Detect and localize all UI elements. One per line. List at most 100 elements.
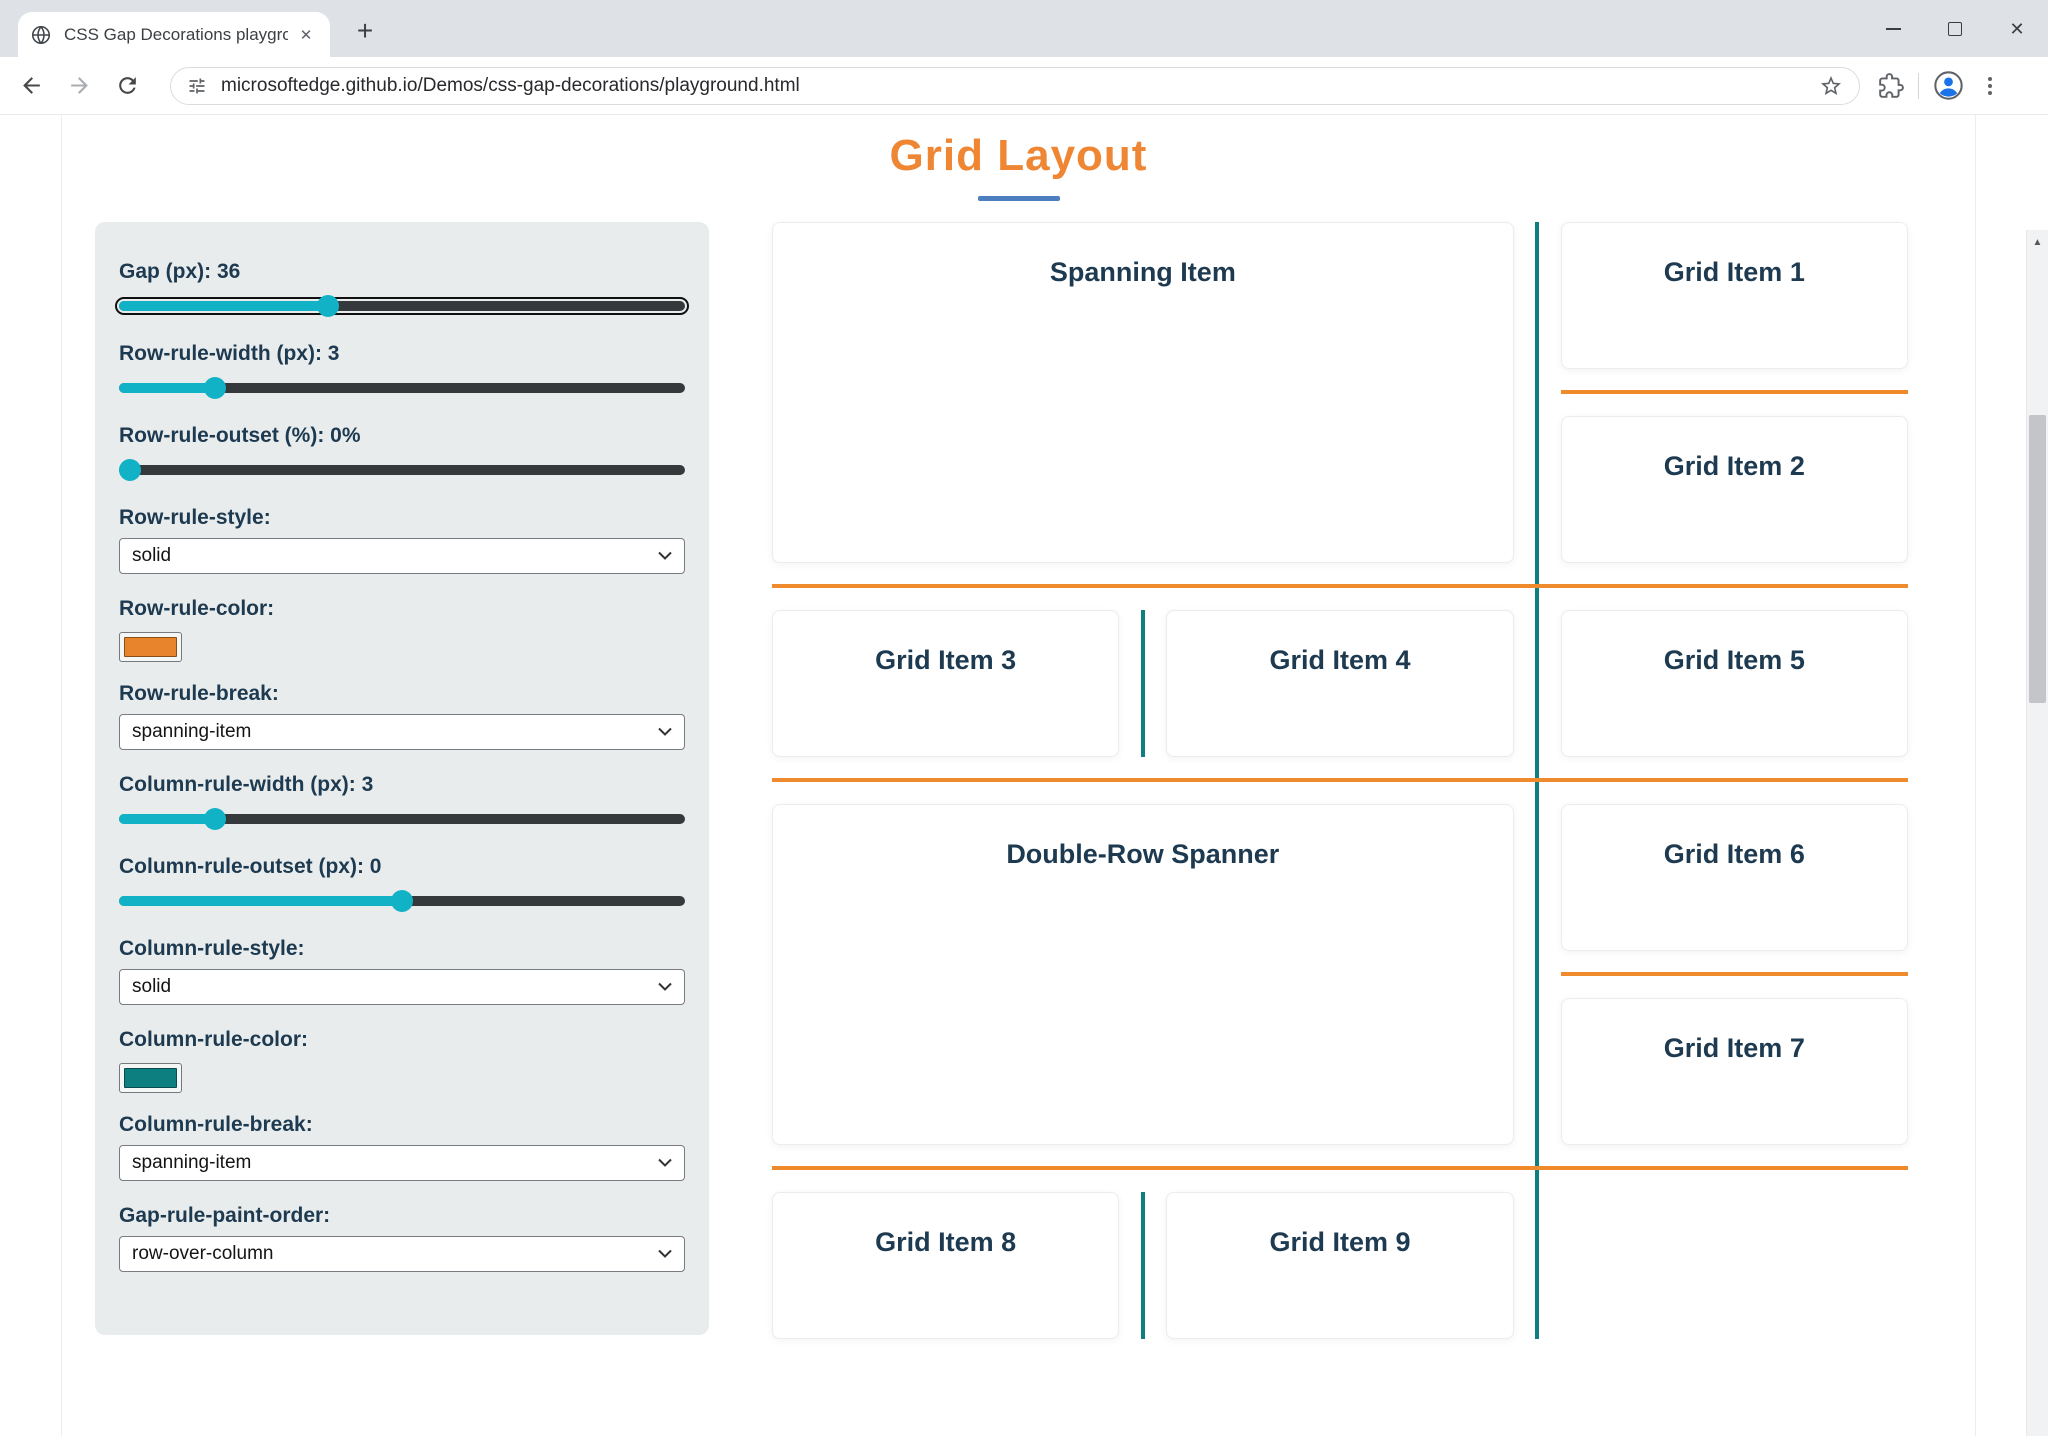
controls-panel: Gap (px): 36 Row-rule-width (px): 3 Row-… — [95, 222, 709, 1335]
gap-rule-paint-order-group: Gap-rule-paint-order: row-over-column — [119, 1203, 685, 1272]
grid-item-spanning: Spanning Item — [772, 222, 1514, 563]
back-arrow-icon — [22, 77, 40, 94]
row-rule-outset-label: Row-rule-outset (%): 0% — [119, 424, 361, 447]
extensions-puzzle-icon[interactable] — [1878, 72, 1904, 99]
slider-fill — [119, 814, 216, 824]
slider-thumb[interactable] — [391, 890, 413, 912]
browser-menu-icon[interactable] — [1978, 74, 2002, 98]
toolbar-separator — [1918, 72, 1919, 99]
chevron-down-icon — [658, 982, 672, 992]
reload-icon — [118, 77, 136, 94]
page-title: Grid Layout — [889, 131, 1148, 180]
tab-title: CSS Gap Decorations playground — [64, 24, 288, 44]
forward-button[interactable] — [58, 65, 100, 107]
slider-fill — [119, 301, 329, 311]
grid-item-7: Grid Item 7 — [1560, 998, 1908, 1145]
chevron-down-icon — [658, 1158, 672, 1168]
gap-rule-paint-order-select[interactable]: row-over-column — [119, 1236, 685, 1272]
chevron-down-icon — [658, 727, 672, 737]
grid-preview: Spanning Item Grid Item 1 Grid Item 2 Gr… — [772, 222, 1908, 1339]
browser-tab[interactable]: CSS Gap Decorations playground ✕ — [18, 12, 330, 57]
column-rule-break-group: Column-rule-break: spanning-item — [119, 1112, 685, 1181]
row-rule-width-slider[interactable] — [119, 377, 685, 399]
slider-thumb[interactable] — [317, 295, 340, 317]
row-rule-between-1-2 — [1561, 390, 1908, 394]
column-rule-width-group: Column-rule-width (px): 3 — [119, 772, 685, 830]
row-rule-full-3 — [772, 1166, 1908, 1170]
browser-tab-strip: CSS Gap Decorations playground ✕ + ✕ — [0, 0, 2048, 57]
close-icon: ✕ — [2009, 18, 2025, 39]
grid-item-4: Grid Item 4 — [1166, 610, 1514, 757]
window-close-button[interactable]: ✕ — [1986, 0, 2048, 57]
grid-item-6: Grid Item 6 — [1560, 804, 1908, 951]
row-rule-style-group: Row-rule-style: solid — [119, 505, 685, 574]
chevron-down-icon — [658, 1249, 672, 1259]
slider-fill — [119, 383, 216, 393]
reload-button[interactable] — [106, 65, 148, 107]
select-value: solid — [132, 976, 172, 997]
grid-item-9: Grid Item 9 — [1166, 1192, 1514, 1339]
scrollbar[interactable]: ▲ ▼ — [2026, 230, 2048, 1436]
row-rule-outset-slider[interactable] — [119, 459, 685, 481]
color-swatch — [124, 637, 177, 657]
row-rule-width-group: Row-rule-width (px): 3 — [119, 341, 685, 399]
page-content: Grid Layout Gap (px): 36 Row-rule-width … — [0, 115, 2048, 1436]
color-swatch — [124, 1068, 177, 1088]
select-value: spanning-item — [132, 1152, 252, 1173]
column-rule-between-3-4 — [1141, 610, 1145, 757]
select-value: spanning-item — [132, 721, 252, 742]
row-rule-break-select[interactable]: spanning-item — [119, 714, 685, 750]
column-rule-color-label: Column-rule-color: — [119, 1028, 308, 1051]
column-rule-break-select[interactable]: spanning-item — [119, 1145, 685, 1181]
gap-slider-label: Gap (px): 36 — [119, 260, 241, 283]
row-rule-between-6-7 — [1561, 972, 1908, 976]
profile-avatar[interactable] — [1933, 70, 1964, 101]
chevron-down-icon — [658, 551, 672, 561]
grid-item-3: Grid Item 3 — [772, 610, 1120, 757]
slider-thumb[interactable] — [119, 459, 142, 481]
row-rule-style-select[interactable]: solid — [119, 538, 685, 574]
window-maximize-button[interactable] — [1924, 0, 1986, 57]
tab-close-icon[interactable]: ✕ — [299, 26, 313, 44]
maximize-icon — [1948, 21, 1962, 36]
row-rule-color-label: Row-rule-color: — [119, 597, 275, 620]
address-bar[interactable]: microsoftedge.github.io/Demos/css-gap-de… — [170, 66, 1860, 105]
gap-rule-paint-order-label: Gap-rule-paint-order: — [119, 1204, 331, 1227]
row-rule-style-label: Row-rule-style: — [119, 506, 271, 529]
window-minimize-button[interactable] — [1862, 0, 1924, 57]
gap-control-group: Gap (px): 36 — [115, 259, 689, 317]
column-rule-color-group: Column-rule-color: — [119, 1027, 685, 1093]
url-text[interactable]: microsoftedge.github.io/Demos/css-gap-de… — [221, 74, 800, 96]
slider-fill — [119, 896, 402, 906]
column-rule-style-select[interactable]: solid — [119, 969, 685, 1005]
gap-slider[interactable] — [115, 295, 689, 317]
row-rule-break-group: Row-rule-break: spanning-item — [119, 681, 685, 750]
row-rule-color-input[interactable] — [119, 632, 182, 662]
slider-thumb[interactable] — [204, 808, 227, 830]
column-rule-outset-label: Column-rule-outset (px): 0 — [119, 855, 382, 878]
grid-item-8: Grid Item 8 — [772, 1192, 1120, 1339]
row-rule-color-group: Row-rule-color: — [119, 596, 685, 662]
forward-arrow-icon — [70, 77, 88, 94]
row-rule-break-label: Row-rule-break: — [119, 682, 279, 705]
grid-item-5: Grid Item 5 — [1560, 610, 1908, 757]
column-rule-color-input[interactable] — [119, 1063, 182, 1093]
grid-item-2: Grid Item 2 — [1560, 416, 1908, 563]
back-button[interactable] — [10, 65, 52, 107]
row-rule-width-label: Row-rule-width (px): 3 — [119, 342, 340, 365]
title-underline — [977, 196, 1060, 201]
column-rule-outset-slider[interactable] — [119, 890, 685, 912]
page-container: Grid Layout Gap (px): 36 Row-rule-width … — [61, 115, 1976, 1436]
site-info-icon[interactable] — [187, 76, 207, 96]
scrollbar-thumb[interactable] — [2029, 415, 2046, 703]
new-tab-button[interactable]: + — [356, 15, 374, 46]
bookmark-star-icon[interactable] — [1819, 74, 1843, 98]
row-rule-full-1 — [772, 584, 1908, 588]
slider-thumb[interactable] — [204, 377, 227, 399]
scrollbar-up-arrow[interactable]: ▲ — [2032, 236, 2043, 248]
row-rule-full-2 — [772, 778, 1908, 782]
column-rule-width-label: Column-rule-width (px): 3 — [119, 773, 374, 796]
minimize-icon — [1885, 27, 1901, 30]
column-rule-width-slider[interactable] — [119, 808, 685, 830]
